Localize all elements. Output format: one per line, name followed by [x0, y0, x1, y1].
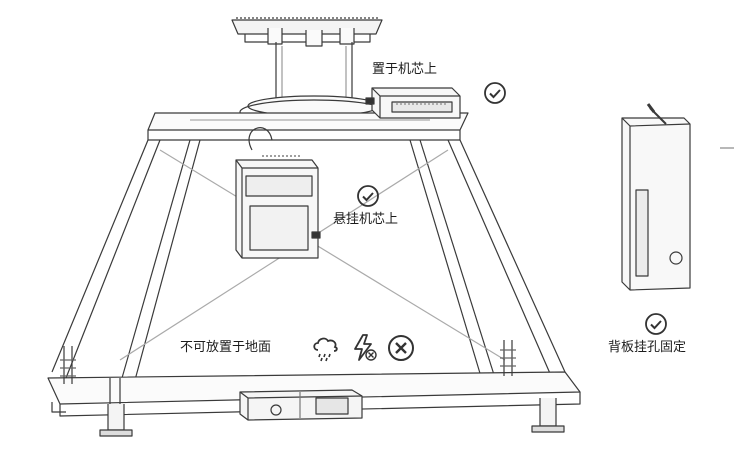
label-back-mount: 背板挂孔固定 [608, 340, 687, 355]
frame-base [47, 340, 581, 437]
label-on-top: 置于机芯上 [372, 62, 438, 77]
frame-legs [51, 139, 566, 381]
check-icon [357, 185, 379, 207]
device-hanging [235, 127, 321, 259]
motor-body [239, 42, 389, 125]
device-wall-mounted [621, 103, 734, 291]
motor-top-flange [231, 17, 383, 47]
label-floor-forbidden: 不可放置于地面 [180, 340, 272, 355]
device-on-floor [239, 389, 363, 421]
check-icon [645, 313, 667, 335]
lightning-icon [354, 334, 377, 361]
rain-cloud-icon [313, 337, 338, 362]
check-icon [484, 82, 506, 104]
device-on-top [365, 87, 461, 119]
forbidden-icon [388, 335, 414, 361]
label-hanging: 悬挂机芯上 [333, 212, 399, 227]
